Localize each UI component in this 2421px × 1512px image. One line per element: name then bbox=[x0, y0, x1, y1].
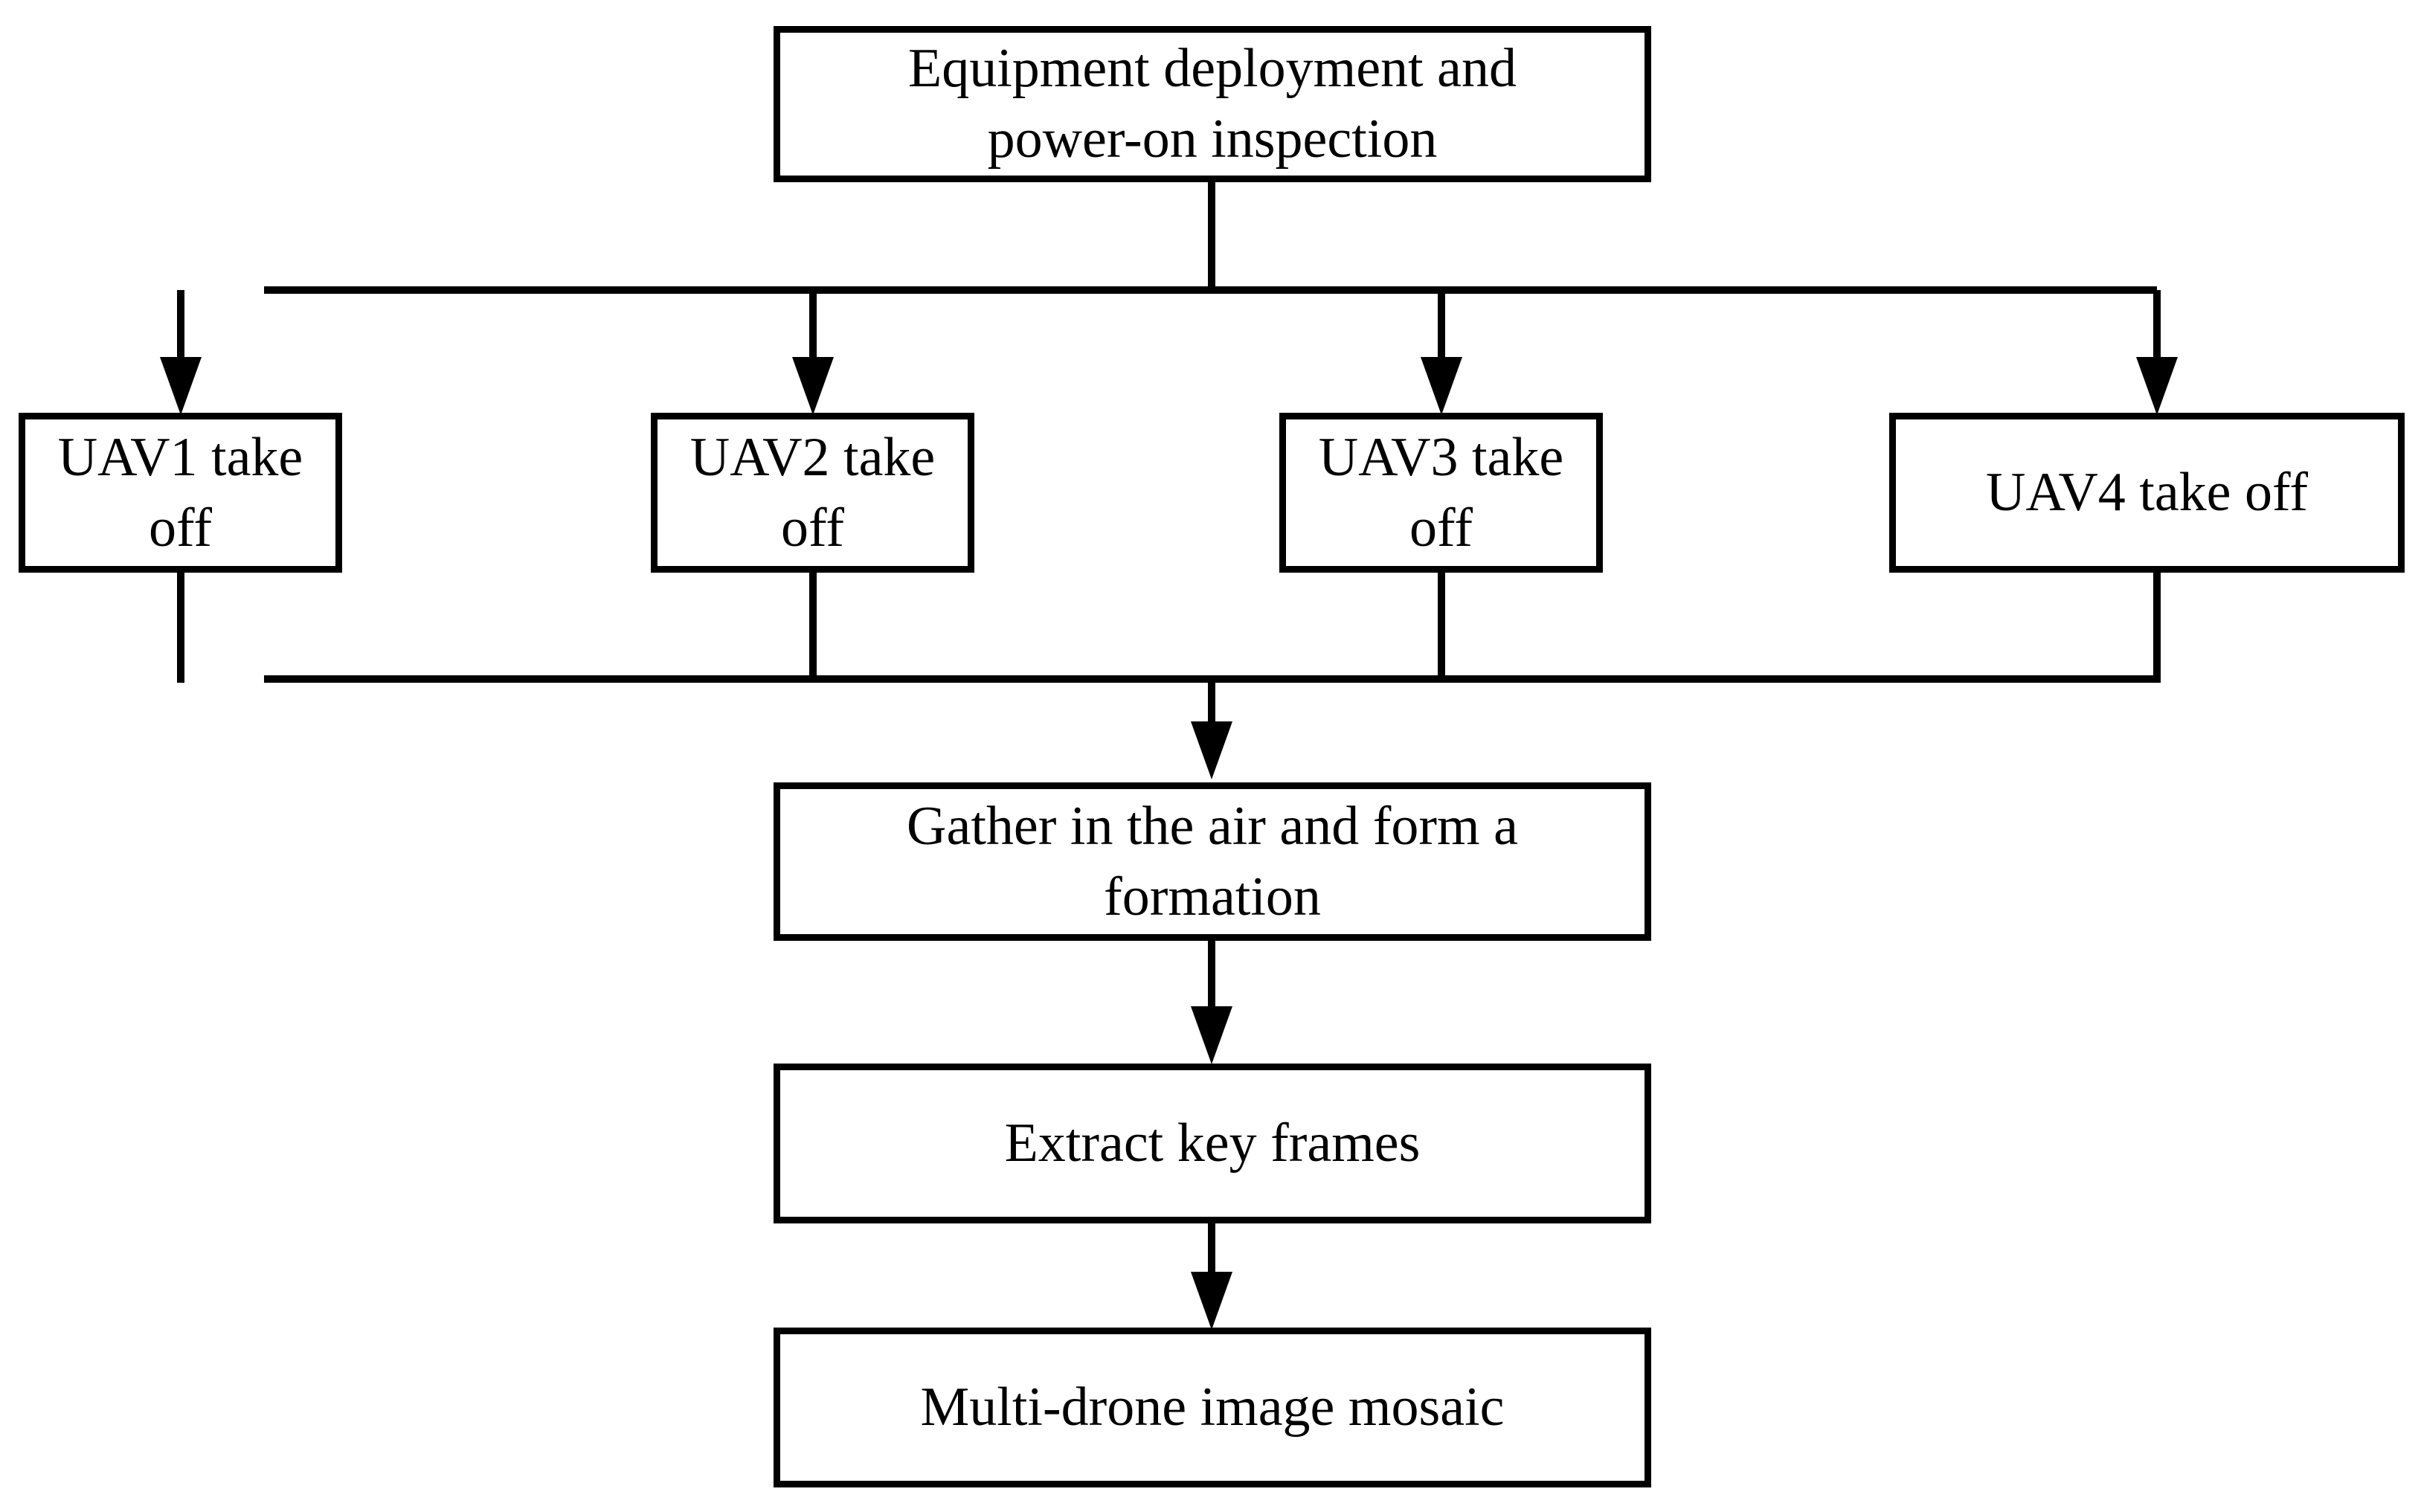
connector-merge-to-gather bbox=[1208, 679, 1215, 724]
node-uav3-take-off-label: UAV3 take off bbox=[1318, 426, 1564, 559]
arrowhead-to-uav2-icon bbox=[792, 357, 834, 415]
node-uav4-take-off[interactable]: UAV4 take off bbox=[1889, 413, 2405, 573]
connector-extract-to-mosaic bbox=[1208, 1223, 1215, 1274]
connector-uav4-to-merge bbox=[2153, 573, 2161, 683]
node-uav1-take-off-label: UAV1 take off bbox=[57, 426, 303, 559]
arrowhead-to-uav1-icon bbox=[160, 357, 202, 415]
connector-deployment-stem bbox=[1208, 182, 1215, 294]
node-uav4-take-off-label: UAV4 take off bbox=[1986, 462, 2308, 524]
node-gather-formation-label: Gather in the air and form a formation bbox=[907, 795, 1518, 927]
connector-deployment-to-uav2 bbox=[809, 290, 817, 361]
connector-uav2-to-merge bbox=[809, 573, 817, 683]
node-multi-drone-image-mosaic-label: Multi-drone image mosaic bbox=[920, 1377, 1505, 1438]
connector-deployment-to-uav1 bbox=[177, 290, 184, 361]
node-extract-key-frames[interactable]: Extract key frames bbox=[774, 1064, 1651, 1223]
arrowhead-to-uav3-icon bbox=[1421, 357, 1462, 415]
connector-gather-to-extract bbox=[1208, 941, 1215, 1011]
node-uav2-take-off[interactable]: UAV2 take off bbox=[651, 413, 974, 573]
connector-deployment-to-uav3 bbox=[1438, 290, 1445, 361]
node-uav2-take-off-label: UAV2 take off bbox=[689, 426, 936, 559]
node-uav3-take-off[interactable]: UAV3 take off bbox=[1279, 413, 1603, 573]
arrowhead-to-extract-icon bbox=[1191, 1006, 1232, 1064]
node-extract-key-frames-label: Extract key frames bbox=[1004, 1113, 1421, 1174]
node-multi-drone-image-mosaic[interactable]: Multi-drone image mosaic bbox=[774, 1328, 1651, 1487]
connector-deployment-to-uav4 bbox=[2153, 290, 2161, 361]
arrowhead-to-mosaic-icon bbox=[1191, 1272, 1232, 1330]
arrowhead-to-gather-icon bbox=[1191, 721, 1232, 779]
connector-uav1-to-merge bbox=[177, 573, 184, 683]
node-gather-formation[interactable]: Gather in the air and form a formation bbox=[774, 782, 1651, 941]
node-uav1-take-off[interactable]: UAV1 take off bbox=[19, 413, 342, 573]
node-equipment-deployment-label: Equipment deployment and power-on inspec… bbox=[908, 38, 1517, 170]
arrowhead-to-uav4-icon bbox=[2136, 357, 2178, 415]
node-equipment-deployment[interactable]: Equipment deployment and power-on inspec… bbox=[774, 26, 1651, 182]
connector-uav3-to-merge bbox=[1438, 573, 1445, 683]
connector-distribution-bus bbox=[264, 286, 2157, 294]
